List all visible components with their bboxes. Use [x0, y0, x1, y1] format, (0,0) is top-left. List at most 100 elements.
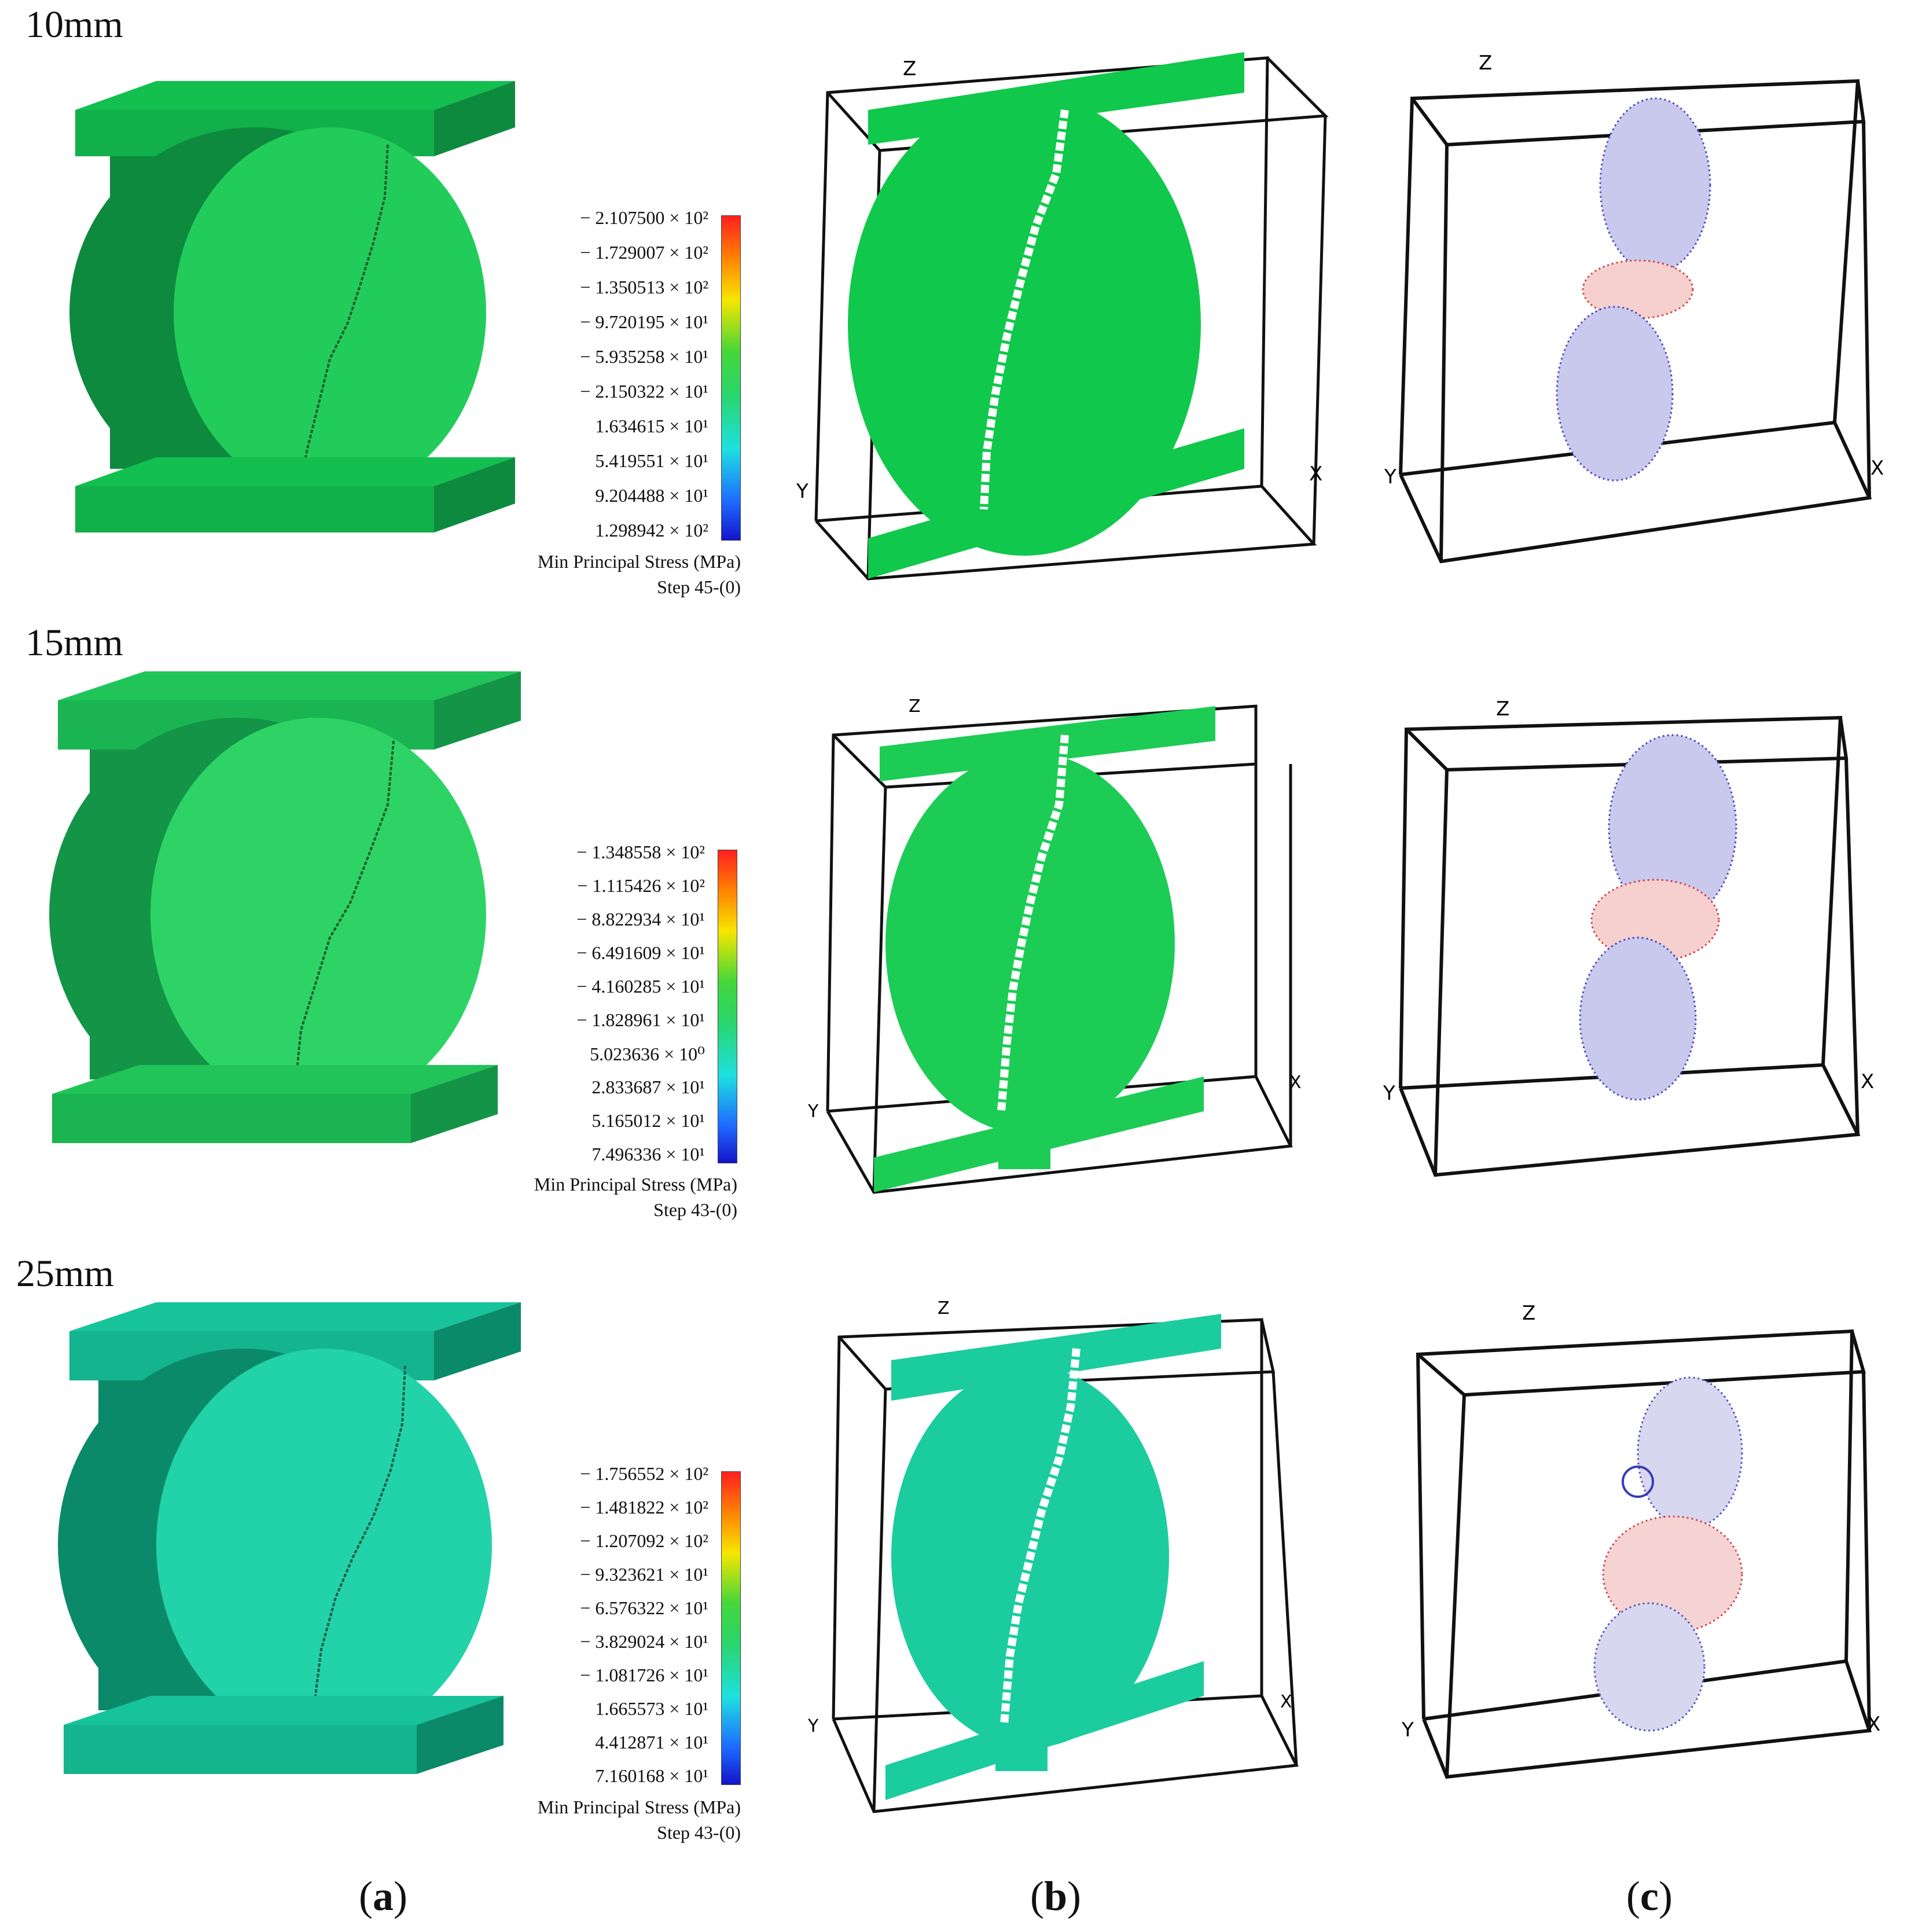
top-plate-side	[434, 81, 515, 156]
axis-z-label: Z	[1522, 1302, 1535, 1325]
bottom-plate-front	[64, 1725, 417, 1774]
bottom-plate-top	[64, 1696, 504, 1725]
legend-tick: − 1.081726 × 10¹	[580, 1665, 708, 1685]
stress-legend: − 1.348558 × 10² − 1.115426 × 10² − 8.82…	[367, 842, 737, 1232]
legend-tick: − 5.935258 × 10¹	[580, 346, 708, 367]
legend-tick: 9.204488 × 10¹	[595, 485, 708, 506]
legend-tick: − 1.729007 × 10²	[580, 242, 708, 263]
crack-distribution-view: X Y Z	[1384, 52, 1884, 564]
axis-y-label: Y	[1401, 1718, 1414, 1742]
particle-model-view: X Y Z	[796, 52, 1329, 581]
legend-tick: 2.833687 × 10¹	[591, 1077, 705, 1097]
axis-x-label: X	[1861, 1070, 1874, 1093]
row-label-15mm: 15mm	[25, 622, 123, 664]
legend-tick: 1.665573 × 10¹	[595, 1698, 708, 1719]
legend-tick: 7.160168 × 10¹	[595, 1765, 708, 1786]
legend-tick: − 2.107500 × 10²	[580, 207, 708, 228]
crack-distribution-view: X Y Z	[1383, 697, 1874, 1177]
disc-neck	[990, 492, 1053, 538]
specimen-3d-view	[58, 1302, 521, 1774]
crack-cluster-lower	[1579, 936, 1697, 1101]
axis-x-label: X	[1309, 462, 1322, 486]
legend-tick: 5.023636 × 10⁰	[590, 1044, 705, 1064]
axis-z-label: Z	[903, 57, 916, 80]
crack-line	[1000, 1348, 1081, 1725]
legend-tick: − 6.576322 × 10¹	[580, 1597, 708, 1618]
row-label-25mm: 25mm	[16, 1253, 114, 1295]
axis-z-label: Z	[938, 1298, 950, 1318]
crack-cluster-upper	[1608, 734, 1737, 921]
stress-legend: − 2.107500 × 10² − 1.729007 × 10² − 1.35…	[370, 207, 741, 597]
legend-tick: 7.496336 × 10¹	[591, 1144, 705, 1165]
colorbar	[718, 850, 737, 1163]
legend-title: Min Principal Stress (MPa)	[534, 1174, 737, 1195]
particle-model-view: X Y Z	[807, 696, 1302, 1194]
legend-tick: − 1.481822 × 10²	[580, 1497, 708, 1518]
legend-title: Min Principal Stress (MPa)	[537, 1797, 741, 1817]
legend-tick: − 6.491609 × 10¹	[576, 942, 705, 963]
axis-z-label: Z	[909, 696, 921, 717]
legend-tick: 5.165012 × 10¹	[591, 1110, 705, 1131]
legend-tick: 1.634615 × 10¹	[595, 416, 708, 436]
crack-cluster-lower	[1593, 1602, 1706, 1732]
disc-neck	[1010, 741, 1062, 776]
crack-cluster-upper	[1599, 97, 1711, 273]
legend-step: Step 45-(0)	[657, 576, 741, 597]
axis-x-label: X	[1867, 1713, 1880, 1736]
bottom-plate-side	[434, 457, 515, 532]
particle-ring	[1622, 1465, 1654, 1498]
legend-tick: − 1.207092 × 10²	[580, 1530, 708, 1551]
bottom-plate-side	[411, 1065, 498, 1143]
colorbar	[721, 1471, 741, 1785]
disc-face	[156, 1349, 492, 1742]
specimen-3d-view	[49, 671, 521, 1143]
legend-tick: − 1.115426 × 10²	[577, 875, 705, 896]
crack-line	[997, 734, 1069, 1112]
legend-tick: − 4.160285 × 10¹	[576, 976, 705, 997]
bottom-plate-top	[75, 457, 515, 486]
row-label-10mm: 10mm	[25, 3, 123, 46]
axis-y-label: Y	[807, 1101, 819, 1122]
top-plate-top	[75, 81, 515, 110]
legend-tick: − 1.756552 × 10²	[580, 1463, 708, 1484]
disc-face	[174, 127, 486, 498]
axis-y-label: Y	[1384, 465, 1396, 488]
legend-tick: − 1.350513 × 10²	[580, 277, 708, 297]
legend-tick: 4.412871 × 10¹	[595, 1732, 708, 1753]
crack-cluster-lower	[1556, 306, 1674, 482]
specimen-3d-view	[69, 81, 515, 532]
legend-tick: − 2.150322 × 10¹	[580, 381, 708, 402]
legend-tick: − 1.828961 × 10¹	[576, 1009, 705, 1030]
crack-distribution-view: X Y Z	[1401, 1302, 1880, 1779]
crack-line	[980, 109, 1069, 510]
axis-y-label: Y	[796, 480, 808, 503]
axis-z-label: Z	[1479, 52, 1492, 75]
subfigure-label-b: (b)	[1030, 1873, 1082, 1919]
crack-cluster-center	[1602, 1515, 1743, 1633]
legend-tick: 5.419551 × 10¹	[595, 450, 708, 471]
crack-cluster-center	[1582, 259, 1694, 319]
legend-tick: − 9.720195 × 10¹	[580, 311, 708, 332]
top-plate-side	[434, 671, 521, 750]
crack-line	[311, 1365, 406, 1720]
crack-cluster-upper	[1637, 1376, 1743, 1529]
particle-model-view: X Y Z	[807, 1298, 1299, 1813]
legend-tick: − 8.822934 × 10¹	[576, 909, 705, 930]
bottom-plate-front	[75, 486, 434, 532]
bottom-plate-front	[52, 1094, 411, 1143]
crack-line	[294, 740, 395, 1089]
colorbar	[721, 215, 741, 541]
top-plate-top	[58, 671, 521, 700]
crack-line	[300, 144, 389, 487]
bottom-plate-side	[417, 1696, 504, 1774]
disc-face	[150, 718, 486, 1111]
top-plate-side	[434, 1302, 521, 1380]
bottom-plate-top	[52, 1065, 498, 1094]
disc-face	[848, 93, 1201, 556]
legend-tick: − 3.829024 × 10¹	[580, 1631, 708, 1652]
top-plate-top	[69, 1302, 521, 1331]
legend-tick: − 1.348558 × 10²	[576, 842, 705, 862]
legend-tick: 1.298942 × 10²	[595, 520, 708, 541]
axis-x-label: X	[1870, 457, 1884, 480]
legend-tick: − 9.323621 × 10¹	[580, 1564, 708, 1585]
